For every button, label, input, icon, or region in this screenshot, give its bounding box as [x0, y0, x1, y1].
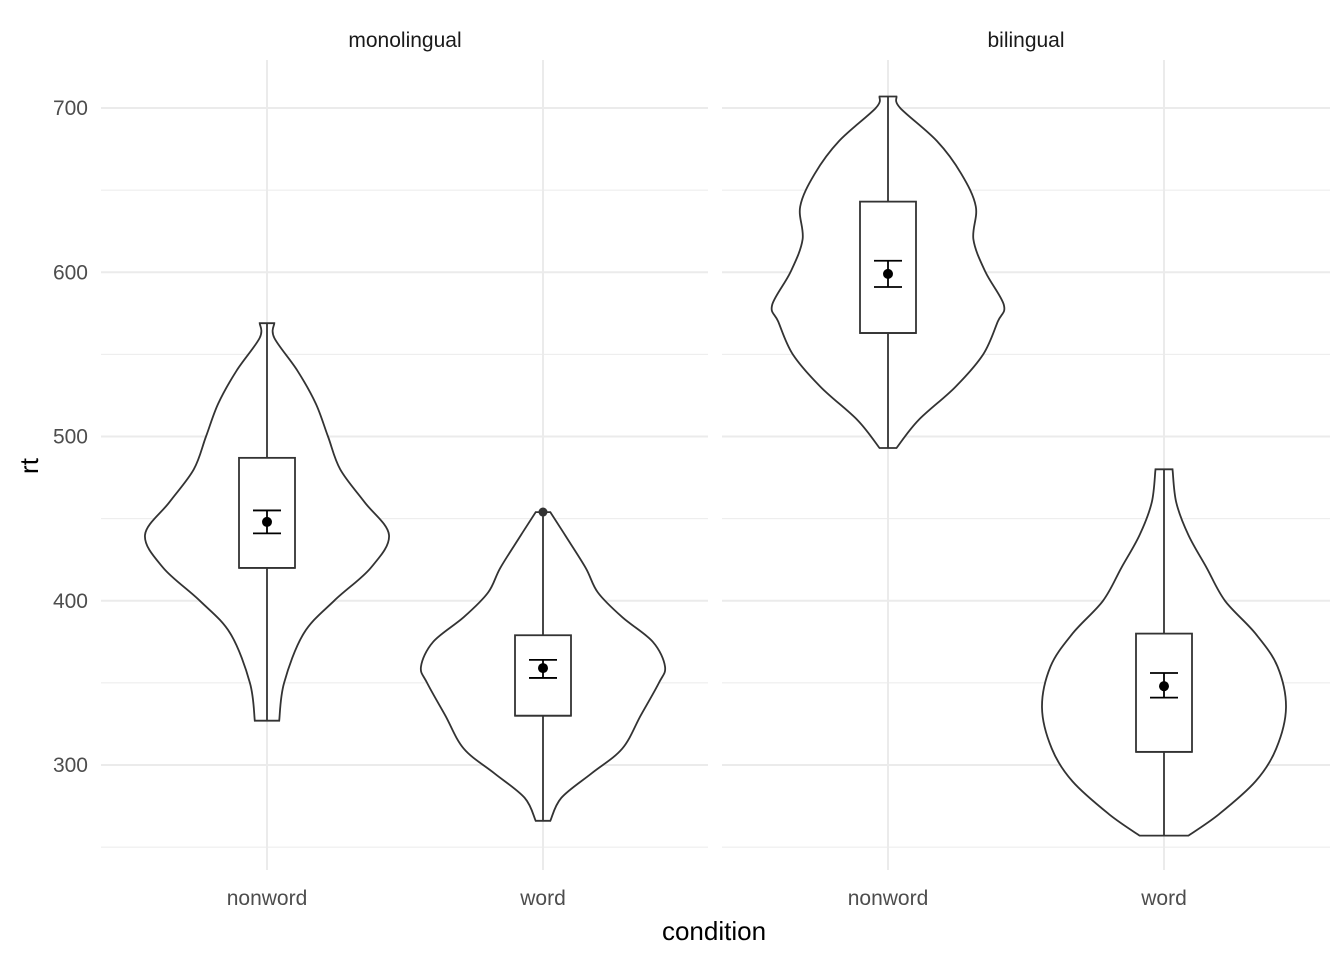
- marks-layer: [144, 95, 1287, 837]
- x-tick-label: word: [1140, 887, 1187, 910]
- y-tick-label: 300: [53, 754, 88, 777]
- x-tick-label: word: [519, 887, 566, 910]
- facet-strip-label: bilingual: [987, 29, 1064, 52]
- mean-point: [262, 516, 272, 527]
- outlier-point: [538, 507, 548, 517]
- y-tick-label: 400: [53, 590, 88, 613]
- mean-point: [538, 663, 548, 674]
- x-axis-title: condition: [662, 916, 766, 946]
- x-tick-label: nonword: [227, 887, 308, 910]
- y-tick-label: 700: [53, 97, 88, 120]
- mean-point: [883, 268, 893, 279]
- mean-point: [1159, 681, 1169, 692]
- y-tick-label: 500: [53, 426, 88, 449]
- x-tick-label: nonword: [848, 887, 929, 910]
- y-axis-title: rt: [14, 457, 44, 474]
- text-layer: 300 400 500 600 700 monolingual nonword word bil…: [53, 29, 1187, 910]
- facet-strip-label: monolingual: [348, 29, 461, 52]
- y-tick-label: 600: [53, 261, 88, 284]
